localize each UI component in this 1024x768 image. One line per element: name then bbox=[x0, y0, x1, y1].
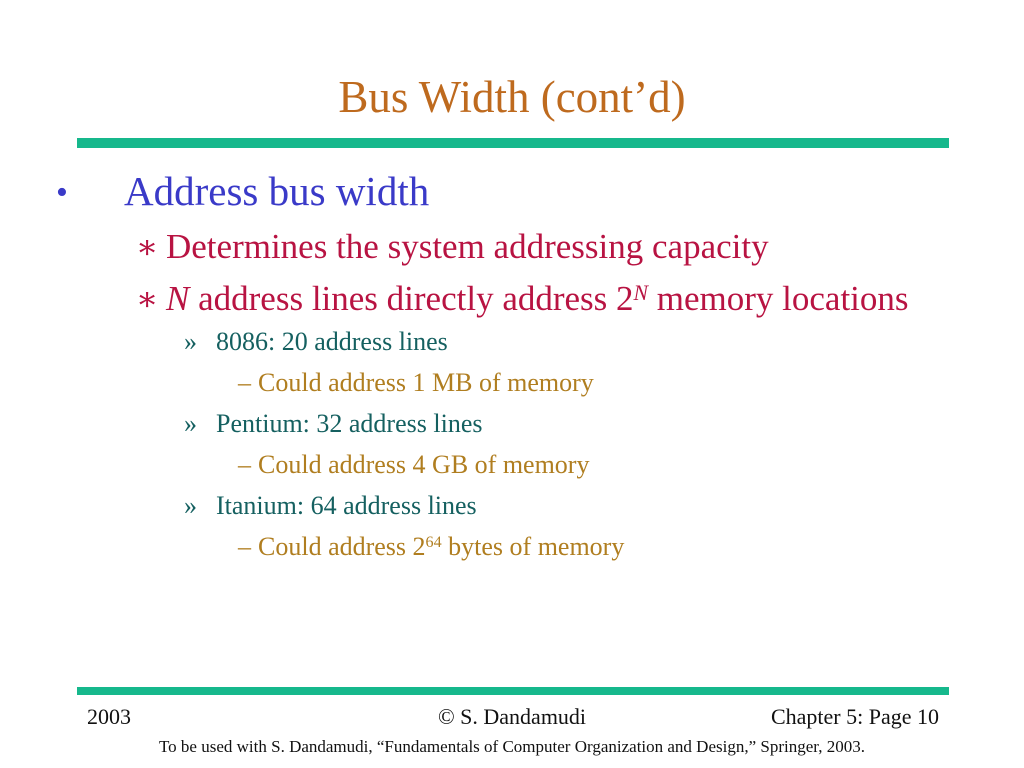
bullet-text-2-64-bytes: Could address 2 bbox=[258, 532, 426, 561]
dash-marker-icon: – bbox=[238, 450, 251, 479]
bullet-line-level4: –Could address 264 bytes of memory bbox=[238, 534, 624, 560]
footer-divider-rule bbox=[77, 687, 949, 695]
footer-year: 2003 bbox=[87, 704, 131, 729]
bullet-line-level2: ∗Determines the system addressing capaci… bbox=[136, 229, 769, 265]
bullet-line-level4: –Could address 4 GB of memory bbox=[238, 452, 589, 478]
bullet-text-address-bus-width: Address bus width bbox=[124, 168, 430, 214]
asterisk-marker-icon: ∗ bbox=[136, 230, 159, 266]
bullet-dot-icon: • bbox=[56, 174, 68, 211]
dash-marker-icon: – bbox=[238, 368, 251, 397]
footer-attribution-note: To be used with S. Dandamudi, “Fundament… bbox=[158, 737, 866, 756]
dash-marker-icon: – bbox=[238, 532, 251, 561]
footer-copyright: © S. Dandamudi bbox=[437, 704, 587, 729]
bullet-text-bytes-of-memory: bytes of memory bbox=[441, 532, 625, 561]
bullet-text-pentium: Pentium: 32 address lines bbox=[216, 409, 483, 438]
guillemet-marker-icon: » bbox=[184, 491, 197, 520]
bullet-text-memory-locations: memory locations bbox=[648, 279, 909, 318]
bullet-line-level1: • Address bus width bbox=[56, 171, 429, 212]
bullet-text-n-variable: N bbox=[166, 279, 190, 318]
bullet-line-level2: ∗N address lines directly address 2N mem… bbox=[136, 281, 909, 317]
asterisk-marker-icon: ∗ bbox=[136, 282, 159, 318]
footer-page-number: Chapter 5: Page 10 bbox=[770, 704, 939, 729]
bullet-text-determines-capacity: Determines the system addressing capacit… bbox=[166, 227, 769, 266]
bullet-text-8086: 8086: 20 address lines bbox=[216, 327, 448, 356]
bullet-line-level3: » Itanium: 64 address lines bbox=[184, 493, 477, 519]
guillemet-marker-icon: » bbox=[184, 327, 197, 356]
guillemet-marker-icon: » bbox=[184, 409, 197, 438]
bullet-text-1mb: Could address 1 MB of memory bbox=[258, 368, 594, 397]
superscript-exponent-n: N bbox=[633, 280, 649, 305]
bullet-line-level3: » 8086: 20 address lines bbox=[184, 329, 448, 355]
bullet-line-level3: » Pentium: 32 address lines bbox=[184, 411, 482, 437]
title-divider-rule bbox=[77, 138, 949, 148]
bullet-text-address-lines: address lines directly address 2 bbox=[189, 279, 634, 318]
bullet-text-itanium: Itanium: 64 address lines bbox=[216, 491, 477, 520]
slide-title: Bus Width (cont’d) bbox=[338, 72, 686, 122]
bullet-text-4gb: Could address 4 GB of memory bbox=[258, 450, 590, 479]
bullet-line-level4: –Could address 1 MB of memory bbox=[238, 370, 594, 396]
superscript-exponent-64: 64 bbox=[425, 534, 442, 552]
